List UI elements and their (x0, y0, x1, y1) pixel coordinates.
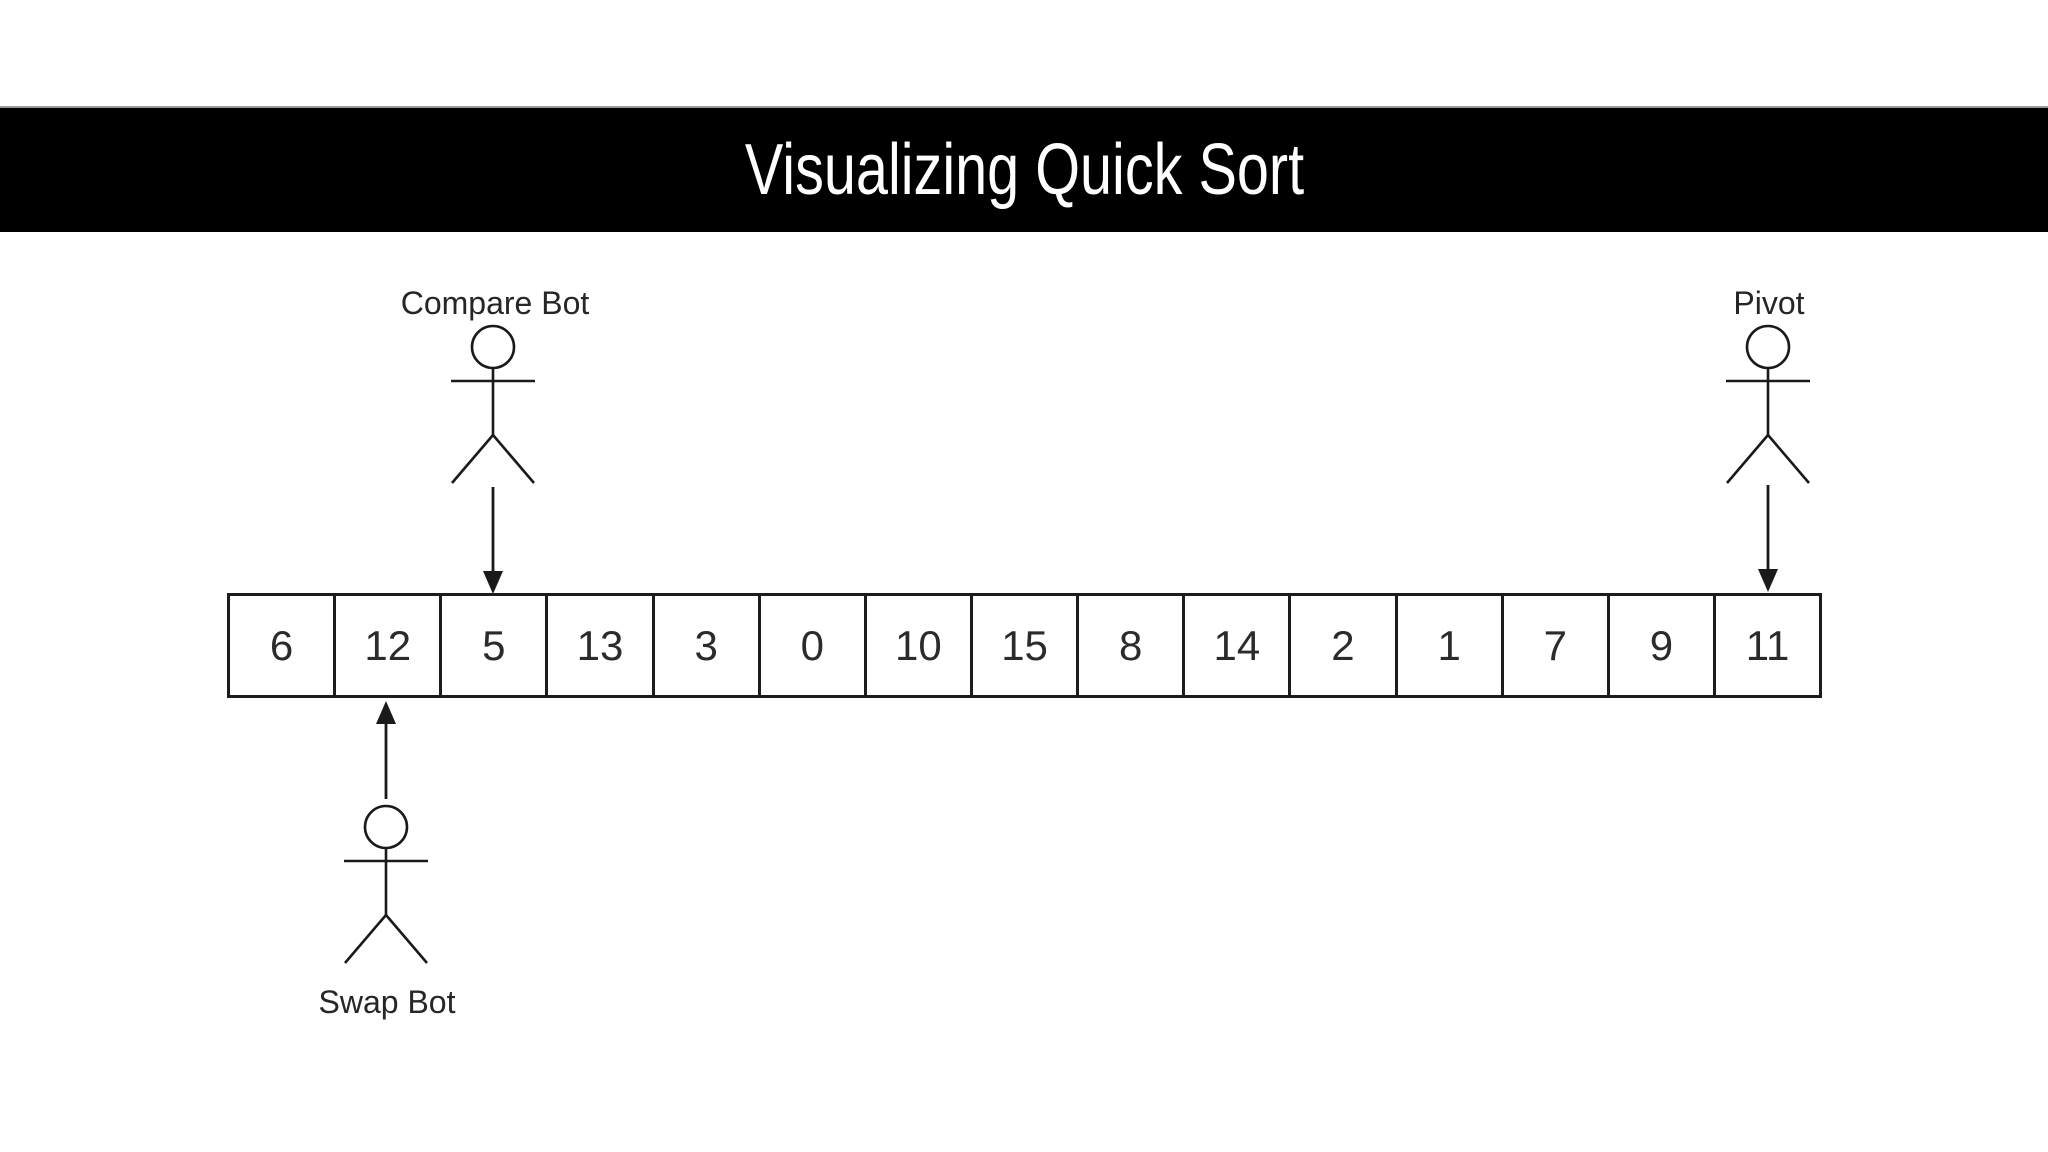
array-cell: 14 (1185, 596, 1292, 695)
array-cell: 10 (867, 596, 973, 695)
array-cell: 5 (442, 596, 549, 695)
array-cell-value: 6 (269, 621, 294, 669)
page-title: Visualizing Quick Sort (744, 130, 1304, 210)
pivot-label: Pivot (1733, 285, 1805, 321)
compare-bot-arrow-icon (483, 487, 503, 594)
array-cell: 15 (973, 596, 1080, 695)
array-cell: 12 (336, 596, 443, 695)
array-cell-value: 12 (364, 621, 412, 669)
array-cell: 13 (548, 596, 655, 695)
array-cell-value: 8 (1119, 621, 1143, 669)
title-banner: Visualizing Quick Sort (0, 106, 2048, 232)
swap-bot-label: Swap Bot (318, 984, 456, 1020)
array-cell-value: 5 (482, 621, 506, 669)
array-cell-value: 9 (1649, 621, 1674, 669)
array-cell: 8 (1079, 596, 1186, 695)
array-cell: 3 (655, 596, 761, 695)
array-cell: 1 (1398, 596, 1504, 695)
array-cell-value: 13 (576, 621, 624, 669)
compare-bot-label: Compare Bot (400, 285, 590, 321)
array-cell: 6 (230, 596, 337, 695)
array-cell-value: 3 (694, 621, 718, 669)
array-cell-value: 1 (1437, 621, 1461, 669)
array-cell: 9 (1610, 596, 1716, 695)
array-cell-value: 7 (1543, 621, 1567, 669)
array-cell: 0 (761, 596, 867, 695)
array-cell-value: 11 (1745, 621, 1790, 669)
array-cell-value: 10 (895, 621, 942, 669)
compare-bot-figure-icon (449, 324, 537, 485)
array-cell: 11 (1716, 596, 1819, 695)
array-cell-value: 15 (1001, 621, 1048, 669)
swap-bot-figure-icon (342, 804, 430, 965)
pivot-arrow-icon (1758, 485, 1778, 592)
swap-bot-arrow-icon (376, 701, 396, 799)
array-container: 6 12 5 13 3 0 10 15 8 14 2 1 7 9 11 (227, 593, 1822, 698)
pivot-figure-icon (1724, 324, 1812, 485)
array-cell: 2 (1291, 596, 1398, 695)
array-cell-value: 2 (1331, 621, 1355, 669)
array-cell-value: 14 (1213, 621, 1261, 669)
array-cell-value: 0 (800, 621, 824, 669)
array-cell: 7 (1504, 596, 1610, 695)
